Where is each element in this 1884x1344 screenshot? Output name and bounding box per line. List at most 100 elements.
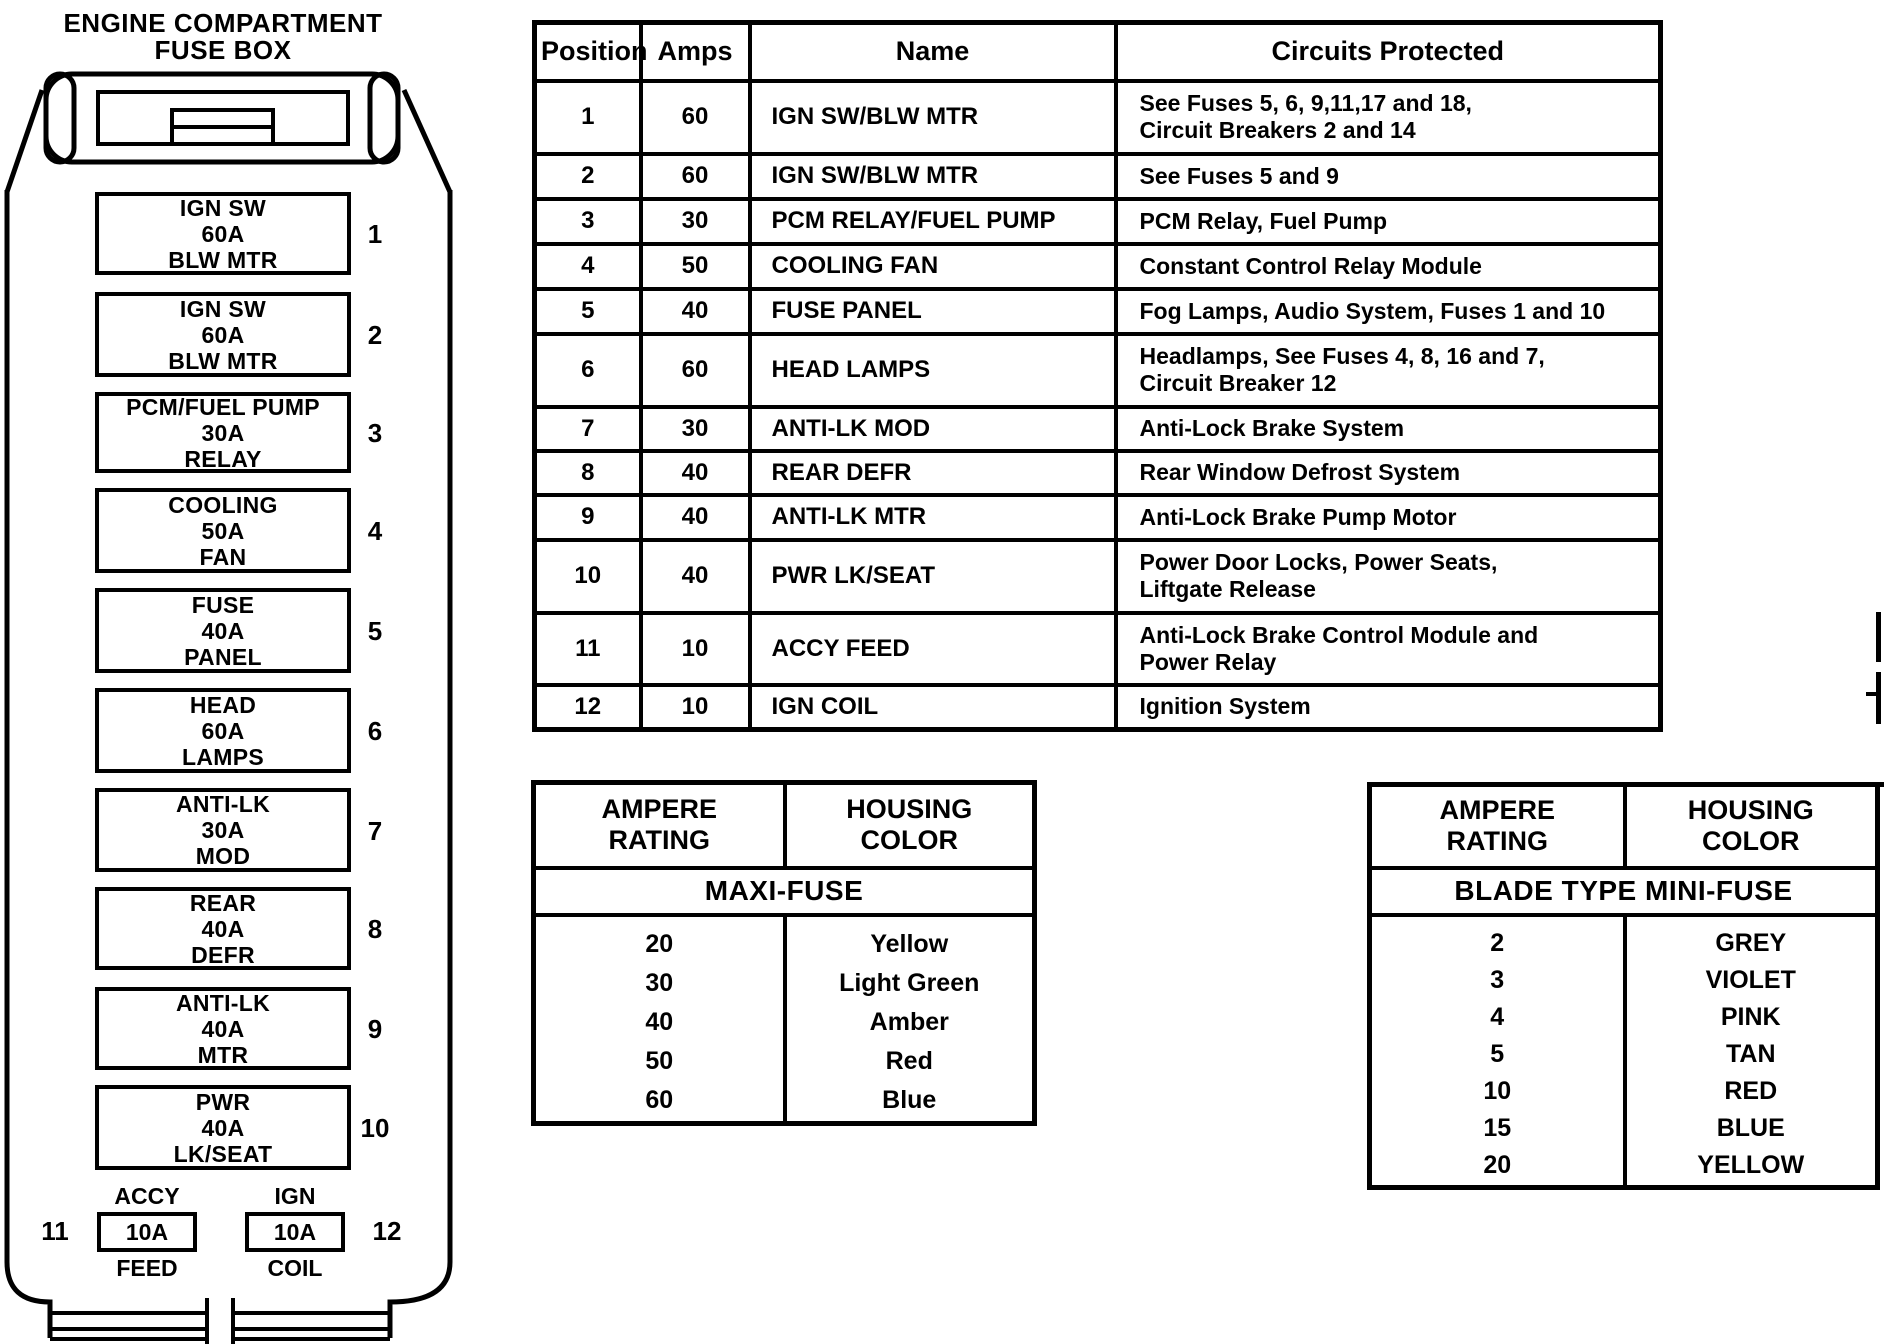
fuse-block-5: FUSE 40A PANEL [95,588,351,673]
cell-name: IGN SW/BLW MTR [747,151,1118,201]
maxi-fuse-colors: Yellow Light Green Amber Red Blue [782,912,1037,1125]
fuse-number-3: 3 [367,418,383,448]
fuse-block-1-label: IGN SW 60A BLW MTR [168,194,278,273]
cell-name: REAR DEFR [747,448,1118,497]
cell-name: PWR LK/SEAT [747,537,1118,615]
cell-position: 10 [532,537,643,615]
cell-circuits: Power Door Locks, Power Seats, Liftgate … [1113,537,1663,615]
cell-position: 8 [532,448,643,497]
table-row: 9 40 ANTI-LK MTR Anti-Lock Brake Pump Mo… [532,492,1663,542]
cell-amps: 10 [638,682,752,732]
header-amps: Amps [638,20,752,83]
cell-position: 2 [532,151,643,201]
cell-name: ANTI-LK MOD [747,404,1118,453]
fusebox-right-ear [367,71,401,165]
cell-position: 9 [532,492,643,542]
fuse-block-8: REAR 40A DEFR [95,887,351,970]
table-row: 10 40 PWR LK/SEAT Power Door Locks, Powe… [532,537,1663,615]
fuse-number-6: 6 [367,716,383,746]
fusebox-left-side [4,190,53,1338]
header-housing-color: HOUSING COLOR [1622,782,1880,870]
table-header-row: AMPERE RATING HOUSING COLOR [531,780,1037,870]
header-ampere-rating: AMPERE RATING [1367,782,1627,870]
table-row: 11 10 ACCY FEED Anti-Lock Brake Control … [532,610,1663,687]
fuse-12-bottom-label: COIL [267,1255,323,1281]
table-row: 5 40 FUSE PANEL Fog Lamps, Audio System,… [532,286,1663,336]
fusebox-cap-inner-rect [96,90,350,146]
fuse-12-top-label: IGN [274,1183,316,1209]
table-span-row: BLADE TYPE MINI-FUSE [1367,865,1880,917]
scan-artifact-line [1876,672,1881,724]
cell-position: 5 [532,286,643,336]
fuse-block-6: HEAD 60A LAMPS [95,688,351,773]
fuse-number-1: 1 [367,219,383,249]
maxi-fuse-ratings: 20 30 40 50 60 [531,912,787,1125]
mini-fuse-ratings: 2 3 4 5 10 15 20 [1367,912,1627,1189]
cell-amps: 40 [638,537,752,615]
table-data-row: 2 3 4 5 10 15 20 GREY VIOLET PINK TAN RE… [1367,912,1880,1189]
table-row: 2 60 IGN SW/BLW MTR See Fuses 5 and 9 [532,151,1663,201]
header-position: Position [532,20,648,83]
fuse-block-7-label: ANTI-LK 30A MOD [175,791,271,869]
cell-position: 12 [532,682,643,732]
cell-amps: 40 [638,448,752,497]
cell-circuits: Ignition System [1113,682,1663,732]
table-row: 4 50 COOLING FAN Constant Control Relay … [532,241,1663,291]
fuse-block-5-label: FUSE 40A PANEL [184,591,262,670]
table-row: 7 30 ANTI-LK MOD Anti-Lock Brake System [532,404,1663,453]
cell-name: PCM RELAY/FUEL PUMP [747,196,1118,246]
cell-amps: 30 [638,196,752,246]
fuse-block-3: PCM/FUEL PUMP 30A RELAY [95,392,351,473]
cell-amps: 10 [638,610,752,687]
cell-name: FUSE PANEL [747,286,1118,336]
cell-amps: 30 [638,404,752,453]
cell-amps: 60 [638,331,752,409]
cell-circuits: Anti-Lock Brake Control Module and Power… [1113,610,1663,687]
fuse-block-4-label: COOLING 50A FAN [168,491,278,570]
diagram-title: ENGINE COMPARTMENT FUSE BOX [63,8,383,65]
fuse-number-11: 11 [41,1216,69,1246]
cell-circuits: Rear Window Defrost System [1113,448,1663,497]
cell-position: 4 [532,241,643,291]
cell-name: IGN COIL [747,682,1118,732]
cell-amps: 50 [638,241,752,291]
fuse-block-2-label: IGN SW 60A BLW MTR [168,295,278,374]
table-row: 1 60 IGN SW/BLW MTR See Fuses 5, 6, 9,11… [532,78,1663,156]
table-row: 12 10 IGN COIL Ignition System [532,682,1663,732]
cell-name: ANTI-LK MTR [747,492,1118,542]
cell-circuits: Anti-Lock Brake Pump Motor [1113,492,1663,542]
maxi-fuse-color-table: AMPERE RATING HOUSING COLOR MAXI-FUSE 20… [531,780,1037,1126]
table-header-row: Position Amps Name Circuits Protected [532,20,1663,83]
table-row: 3 30 PCM RELAY/FUEL PUMP PCM Relay, Fuel… [532,196,1663,246]
cell-amps: 40 [638,286,752,336]
table-header-row: AMPERE RATING HOUSING COLOR [1367,782,1880,870]
fuse-block-1: IGN SW 60A BLW MTR [95,192,351,275]
cell-circuits: Headlamps, See Fuses 4, 8, 16 and 7, Cir… [1113,331,1663,409]
cell-position: 7 [532,404,643,453]
fuse-number-9: 9 [367,1014,383,1044]
header-name: Name [747,20,1118,83]
fusebox-connector-notch [205,1298,235,1344]
mini-fuse-span-label: BLADE TYPE MINI-FUSE [1367,865,1880,917]
fusebox-left-shoulder [4,89,45,193]
cell-name: COOLING FAN [747,241,1118,291]
header-ampere-rating: AMPERE RATING [531,780,787,870]
table-row: 8 40 REAR DEFR Rear Window Defrost Syste… [532,448,1663,497]
fuse-11-top-label: ACCY [114,1183,180,1209]
fuse-block-2: IGN SW 60A BLW MTR [95,292,351,377]
fusebox-outline-drawing [4,71,453,1344]
scan-artifact-border-extension [1872,782,1884,787]
fuse-number-7: 7 [367,816,383,846]
fuse-number-4: 4 [367,516,383,546]
cell-circuits: PCM Relay, Fuel Pump [1113,196,1663,246]
fuse-block-7: ANTI-LK 30A MOD [95,788,351,872]
header-circuits: Circuits Protected [1113,20,1663,83]
fuse-number-12: 12 [372,1216,402,1246]
fuse-block-6-label: HEAD 60A LAMPS [182,691,264,770]
fuse-block-9-label: ANTI-LK 40A MTR [175,989,271,1068]
cell-position: 6 [532,331,643,409]
cell-circuits: See Fuses 5, 6, 9,11,17 and 18, Circuit … [1113,78,1663,156]
fuse-11-box: 10A [97,1212,197,1252]
fuse-block-10: PWR 40A LK/SEAT [95,1085,351,1170]
fuse-11-bottom-label: FEED [116,1255,178,1281]
